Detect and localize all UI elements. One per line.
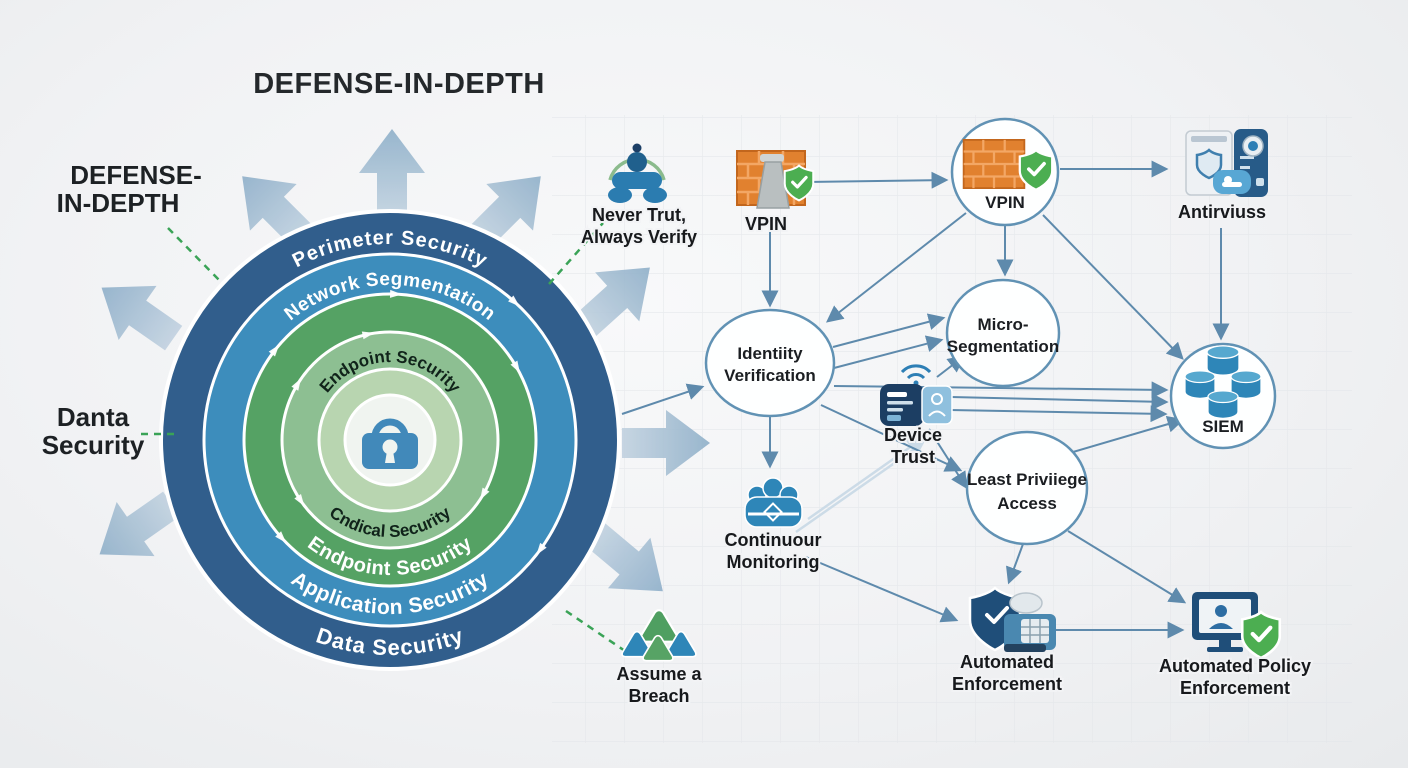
leastpriv-label-line2: Access <box>997 494 1057 513</box>
arrow-vpn-to-identity <box>825 212 967 323</box>
side-title-line1: DEFENSE- <box>70 160 201 190</box>
never-trust-label-line2: Always Verify <box>581 227 697 247</box>
page-title: DEFENSE-IN-DEPTH <box>253 68 545 100</box>
microseg-label-line1: Micro- <box>978 315 1029 334</box>
side-title: DEFENSE- IN-DEPTH <box>57 160 202 218</box>
arrow-devicetrust-to-siem-2 <box>949 405 1168 423</box>
node-firewall: VPIN <box>736 150 815 236</box>
faint-connectors <box>795 434 929 534</box>
firewall-icon <box>736 150 815 209</box>
padlock-icon <box>362 418 418 469</box>
monitor-shield-icon <box>1192 592 1280 658</box>
arrow-rings-to-identity <box>621 383 705 415</box>
arrow-left-up <box>82 260 193 366</box>
arrow-identity-to-microseg-2 <box>833 335 944 369</box>
identity-label-line1: Identiity <box>737 344 803 363</box>
policy-label-line2: Enforcement <box>1180 678 1290 698</box>
antivirus-icon <box>1185 129 1268 197</box>
arrow-up <box>359 129 425 217</box>
arrow <box>807 434 929 521</box>
arrow-leastpriv-to-siem <box>1072 415 1185 453</box>
breach-label-line2: Breach <box>628 686 689 706</box>
node-automated-policy: Automated Policy Enforcement <box>1157 592 1313 700</box>
node-device-trust: Device Trust <box>880 364 953 469</box>
arrow-leastpriv-to-policy <box>1067 530 1187 604</box>
arrow-identity-to-microseg <box>832 313 946 348</box>
arrow-vpn-to-siem <box>1042 214 1184 360</box>
arrow-leastpriv-to-enforcement <box>1006 543 1024 585</box>
monitoring-figures-icon <box>744 477 803 528</box>
leastpriv-label-line1: Least Priviiege <box>967 470 1087 489</box>
device-wifi-icon <box>880 364 953 426</box>
node-identity-verification: Identiity Verification <box>704 308 836 418</box>
device-trust-label-line2: Trust <box>891 447 935 467</box>
shield-robot-icon <box>968 586 1056 652</box>
microseg-label-line2: Segmentation <box>947 337 1059 356</box>
vpn-label: VPIN <box>985 193 1025 212</box>
person-silhouette-icon <box>608 143 667 203</box>
identity-label-line2: Verification <box>724 366 816 385</box>
enforcement-label-line1: Automated <box>960 652 1054 672</box>
node-antivirus: Antirviuss <box>1176 129 1268 224</box>
monitoring-label-line2: Monitoring <box>727 552 820 572</box>
dashed-callout-lines <box>141 222 629 655</box>
node-automated-enforcement: Automated Enforcement <box>950 586 1064 696</box>
arrow-devicetrust-to-siem <box>950 393 1169 411</box>
never-trust-label-line1: Never Trut, <box>592 205 686 225</box>
monitoring-label-line1: Continuour <box>725 530 822 550</box>
breach-label-line1: Assume a <box>616 664 702 684</box>
dashed-line <box>167 227 223 284</box>
arrow-firewall-to-vpn <box>805 171 949 189</box>
node-siem: SIEM <box>1169 342 1277 450</box>
side-title-line2: IN-DEPTH <box>57 188 180 218</box>
data-security-side-label: Danta Security <box>42 402 145 460</box>
ring-flow-arrowheads <box>268 289 547 555</box>
enforcement-label-line2: Enforcement <box>952 674 1062 694</box>
data-security-label-line2: Security <box>42 430 145 460</box>
defense-rings: Perimeter Security Data Security Network… <box>159 209 621 671</box>
siem-label: SIEM <box>1202 417 1244 436</box>
data-security-label-line1: Danta <box>57 402 130 432</box>
dashed-line <box>548 222 604 285</box>
firewall-label: VPIN <box>745 214 787 234</box>
node-continuous-monitoring: Continuour Monitoring <box>723 477 823 574</box>
arrow-monitoring-to-enforcement <box>805 556 959 623</box>
node-assume-breach: Assume a Breach <box>614 609 705 708</box>
node-micro-segmentation: Micro- Segmentation <box>945 278 1061 388</box>
policy-label-line1: Automated Policy <box>1159 656 1311 676</box>
node-least-privilege: Least Priviiege Access <box>965 430 1089 546</box>
node-vpn: VPIN <box>950 117 1060 227</box>
arrow <box>795 446 917 534</box>
arrow-devicetrust-to-leastpriv <box>928 428 968 490</box>
node-never-trust: Never Trut, Always Verify <box>579 143 699 249</box>
antivirus-label: Antirviuss <box>1178 202 1266 222</box>
arrow-identity-to-leastpriv <box>820 404 963 472</box>
device-trust-label-line1: Device <box>884 425 942 445</box>
